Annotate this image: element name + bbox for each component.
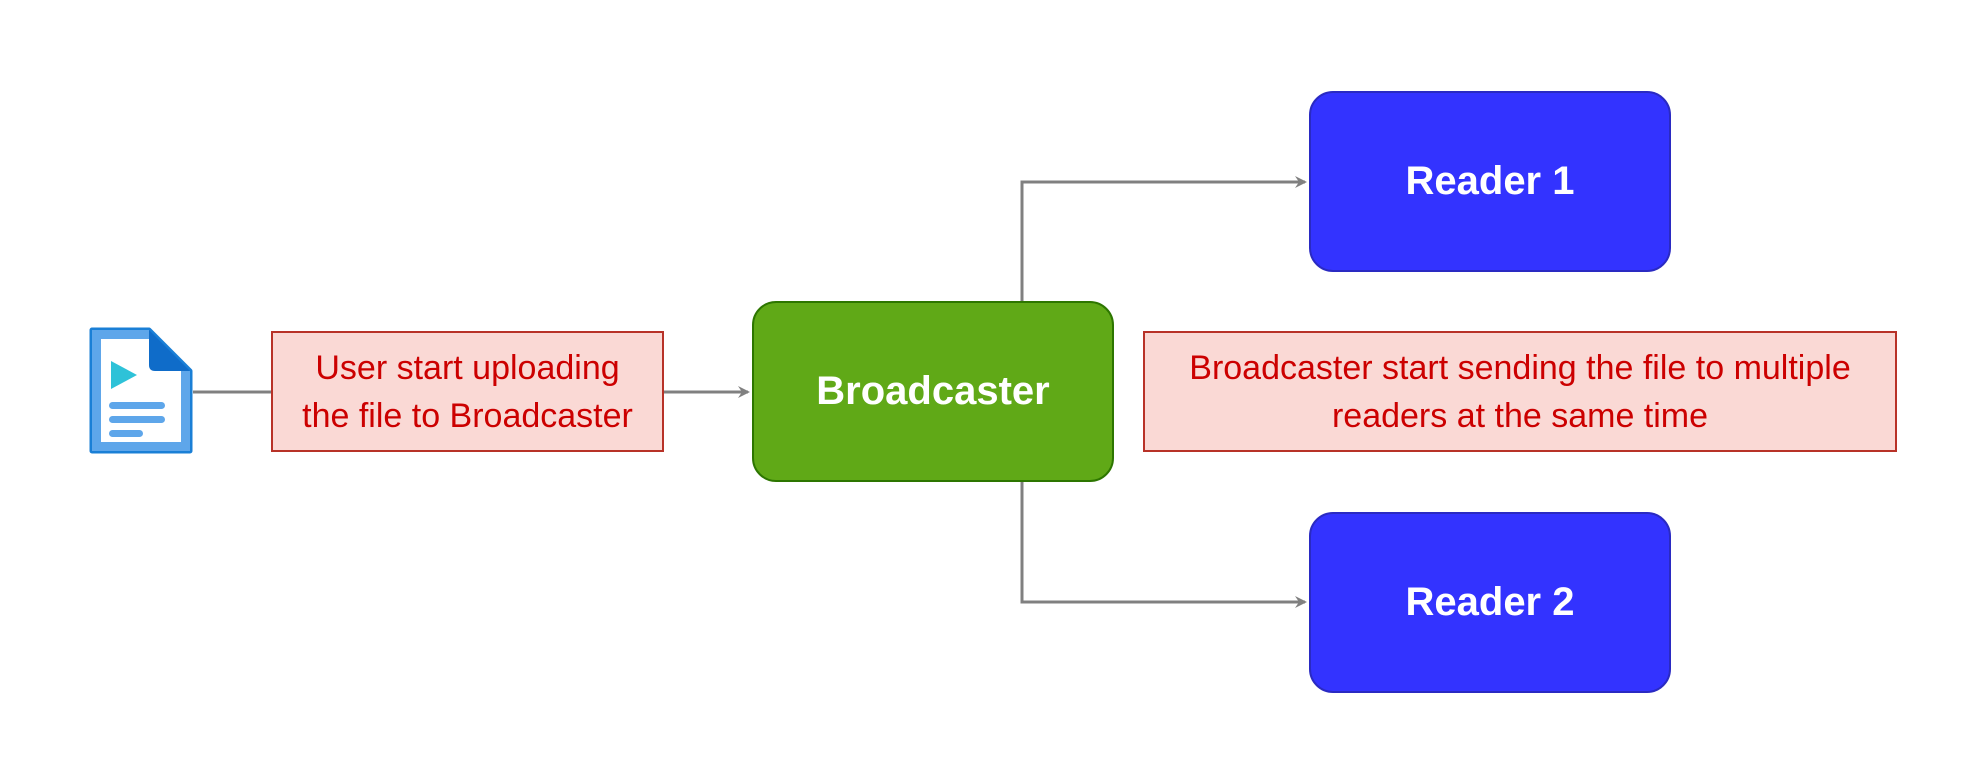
upload-note-text: User start uploading the file to Broadca… <box>302 344 633 440</box>
broadcaster-node: Broadcaster <box>752 301 1114 482</box>
reader-1-label: Reader 1 <box>1405 159 1575 203</box>
reader-1-node: Reader 1 <box>1309 91 1671 272</box>
reader-2-label: Reader 2 <box>1405 580 1575 624</box>
upload-note: User start uploading the file to Broadca… <box>271 331 664 452</box>
broadcaster-label: Broadcaster <box>816 369 1050 413</box>
send-note-text: Broadcaster start sending the file to mu… <box>1189 344 1850 440</box>
send-note-line-2: readers at the same time <box>1331 396 1709 435</box>
upload-note-line-2: the file to Broadcaster <box>302 396 633 435</box>
connector-broadcaster-to-reader-1 <box>1020 176 1307 301</box>
connector-broadcaster-to-reader-2 <box>1020 482 1307 608</box>
send-note-line-1: Broadcaster start sending the file to mu… <box>1189 348 1851 387</box>
send-note: Broadcaster start sending the file to mu… <box>1143 331 1897 452</box>
reader-2-node: Reader 2 <box>1309 512 1671 693</box>
media-file-icon <box>89 327 193 454</box>
upload-note-line-1: User start uploading <box>315 348 620 387</box>
